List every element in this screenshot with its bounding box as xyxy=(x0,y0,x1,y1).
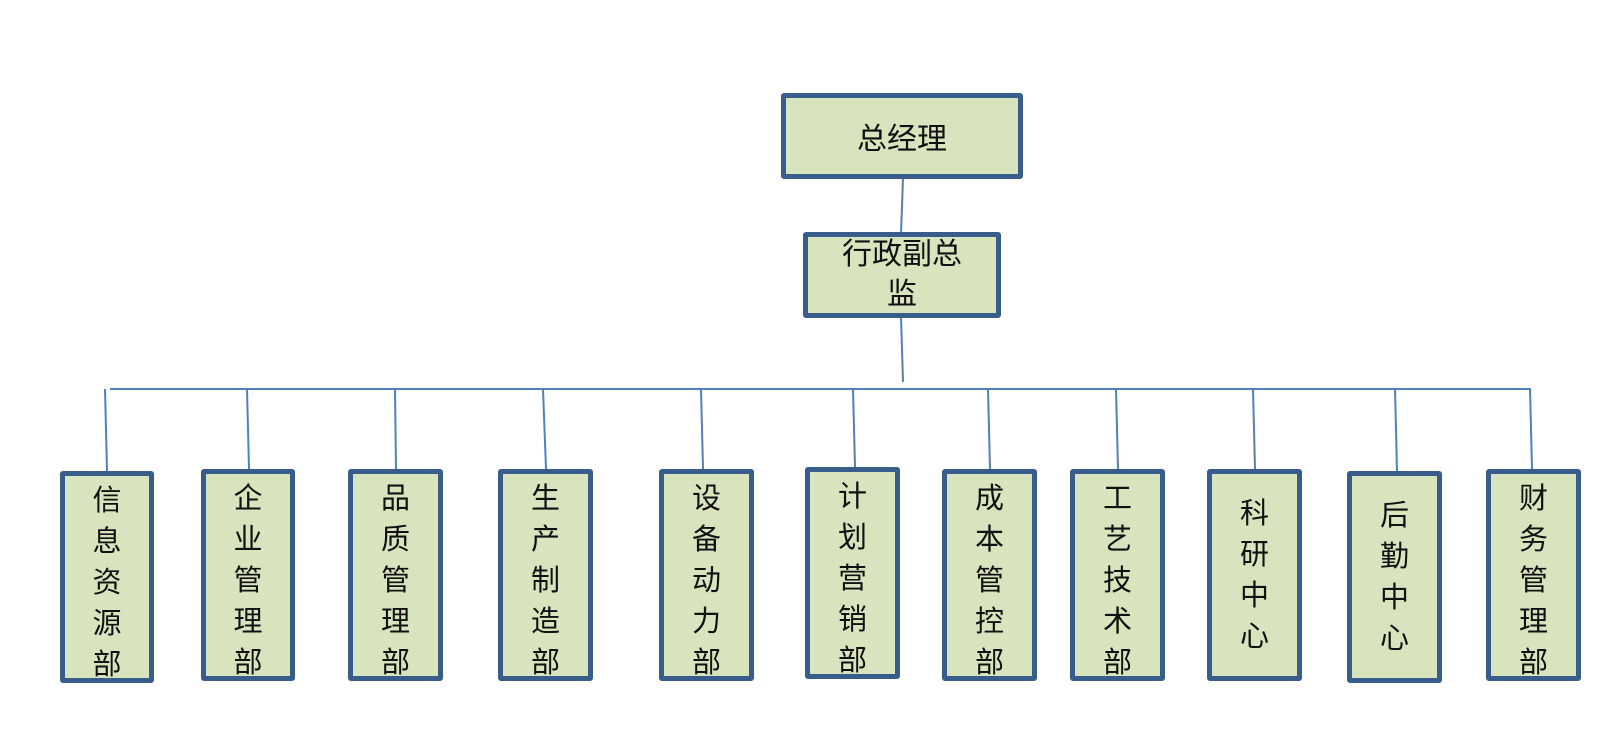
dept-box-production: 生产制造部 xyxy=(498,469,593,681)
dept-branch-line xyxy=(542,388,547,470)
dept-label: 设备动力部 xyxy=(692,481,722,679)
dept-branch-line xyxy=(104,388,108,472)
dept-box-quality-management: 品质管理部 xyxy=(348,469,443,681)
dept-label: 计划营销部 xyxy=(838,479,868,677)
dept-box-enterprise-management: 企业管理部 xyxy=(201,469,295,681)
deputy-to-bus-line xyxy=(900,315,904,383)
root-to-deputy-line xyxy=(900,177,904,235)
general-manager-box: 总经理 xyxy=(781,93,1023,179)
admin-deputy-director-label: 行政副总监 xyxy=(842,237,962,312)
dept-label: 后勤中心 xyxy=(1380,498,1410,655)
dept-label: 财务管理部 xyxy=(1519,481,1549,679)
dept-label: 品质管理部 xyxy=(381,481,411,679)
dept-branch-line xyxy=(1529,388,1533,470)
dept-label: 生产制造部 xyxy=(531,481,561,679)
dept-branch-line xyxy=(987,388,991,470)
dept-label: 科研中心 xyxy=(1240,496,1270,653)
dept-label: 成本管控部 xyxy=(975,481,1005,679)
dept-box-logistics-center: 后勤中心 xyxy=(1347,471,1442,683)
dept-branch-line xyxy=(1252,388,1256,470)
dept-branch-line xyxy=(700,388,704,470)
dept-box-cost-control: 成本管控部 xyxy=(942,469,1037,681)
dept-label: 企业管理部 xyxy=(233,481,263,679)
dept-box-info-resources: 信息资源部 xyxy=(60,471,154,683)
dept-branch-line xyxy=(1394,388,1398,472)
dept-box-finance-management: 财务管理部 xyxy=(1486,469,1581,681)
admin-deputy-director-box: 行政副总监 xyxy=(803,232,1001,318)
dept-branch-line xyxy=(852,388,856,468)
dept-box-process-technology: 工艺技术部 xyxy=(1070,469,1165,681)
dept-branch-line xyxy=(1115,388,1119,470)
general-manager-label: 总经理 xyxy=(857,122,947,157)
dept-box-planning-marketing: 计划营销部 xyxy=(805,467,900,679)
dept-label: 信息资源部 xyxy=(92,483,122,681)
dept-label: 工艺技术部 xyxy=(1103,481,1133,679)
dept-branch-line xyxy=(246,388,250,470)
dept-box-research-center: 科研中心 xyxy=(1207,469,1302,681)
dept-box-equipment-power: 设备动力部 xyxy=(659,469,754,681)
dept-branch-line xyxy=(394,388,397,470)
